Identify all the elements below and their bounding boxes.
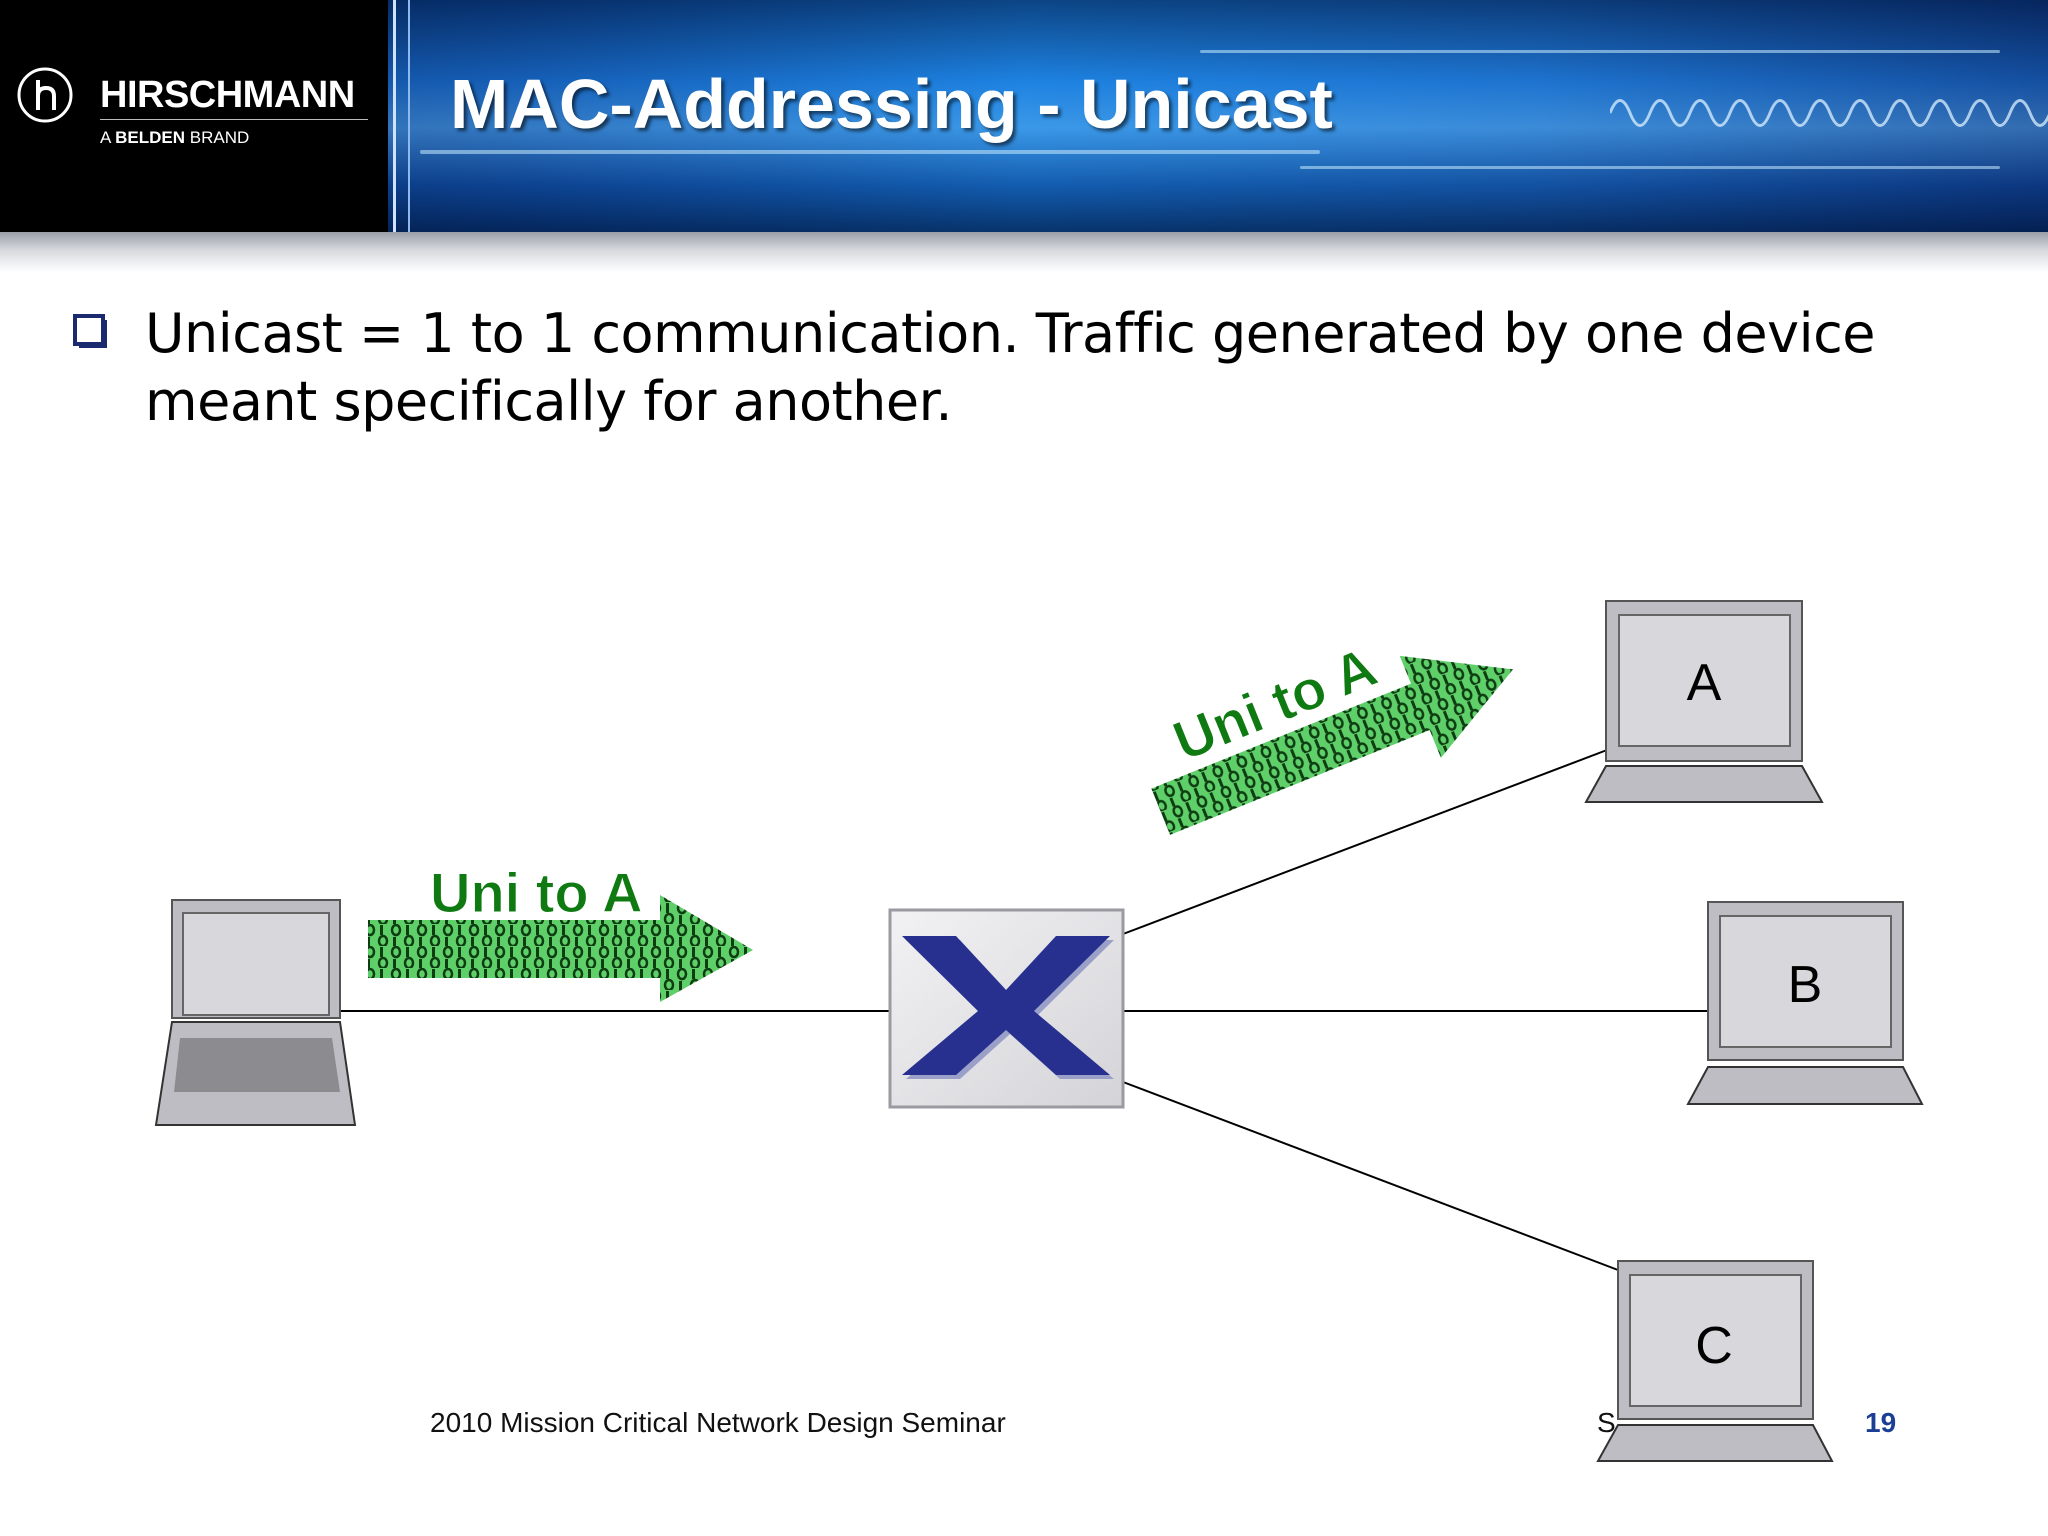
switch	[888, 908, 1125, 1109]
source-laptop	[154, 899, 357, 1126]
logo-block: HIRSCHMANN A BELDEN BRAND	[0, 0, 388, 232]
header-streak	[1200, 50, 2000, 53]
laptop-a-label: A	[1687, 654, 1722, 712]
slide-title: MAC-Addressing - Unicast	[450, 65, 1333, 143]
header-banner: HIRSCHMANN A BELDEN BRAND MAC-Addressing…	[0, 0, 2048, 232]
link-switch-c	[1122, 1081, 1619, 1271]
footer-seminar: 2010 Mission Critical Network Design Sem…	[430, 1407, 1006, 1438]
header-streak	[420, 150, 1320, 154]
laptop-b-label: B	[1788, 956, 1823, 1014]
header-divider	[408, 0, 410, 232]
waveform-graphic	[1610, 99, 2048, 127]
page-number: 19	[1865, 1407, 1897, 1438]
unicast-arrow-to-a: Uni to A	[1151, 634, 1514, 835]
header-shadow	[0, 232, 2048, 272]
link-switch-a	[1122, 749, 1608, 935]
switch-cross-icon	[902, 936, 1110, 1075]
brand-tagline: A BELDEN BRAND	[100, 128, 250, 147]
bullet-checkbox-icon	[73, 314, 107, 348]
brand-rule	[100, 119, 368, 120]
hirschmann-logo-icon	[17, 67, 73, 123]
header-streak	[1300, 166, 2000, 169]
source-arrow-label: Uni to A	[430, 861, 643, 924]
laptop-a: A	[1584, 600, 1824, 803]
brand-name: HIRSCHMANN	[100, 74, 355, 116]
bullet-text: Unicast = 1 to 1 communication. Traffic …	[145, 302, 1876, 433]
laptop-b: B	[1686, 901, 1924, 1105]
unicast-arrow-to-switch: Uni to A	[368, 861, 753, 1002]
footer-date: S	[1597, 1407, 1616, 1438]
laptop-c: C	[1596, 1260, 1834, 1462]
header-divider	[393, 0, 396, 232]
laptop-c-label: C	[1695, 1317, 1733, 1375]
